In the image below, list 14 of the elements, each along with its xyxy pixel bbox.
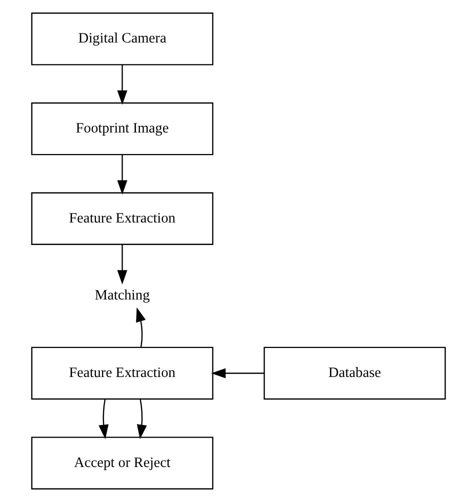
arrow — [210, 368, 264, 378]
node-box: Database — [263, 346, 446, 400]
arrow — [116, 64, 127, 105]
node-box: Feature Extraction — [30, 192, 213, 245]
node-box: Footprint Image — [30, 102, 213, 156]
node-box: Accept or Reject — [30, 436, 213, 490]
arrow — [136, 307, 146, 348]
arrow — [136, 399, 146, 440]
arrow — [98, 399, 108, 440]
node-box: Digital Camera — [30, 12, 213, 66]
arrow — [116, 154, 127, 195]
arrow — [116, 244, 127, 285]
node-text: Matching — [94, 288, 150, 304]
node-box: Feature Extraction — [30, 346, 213, 400]
